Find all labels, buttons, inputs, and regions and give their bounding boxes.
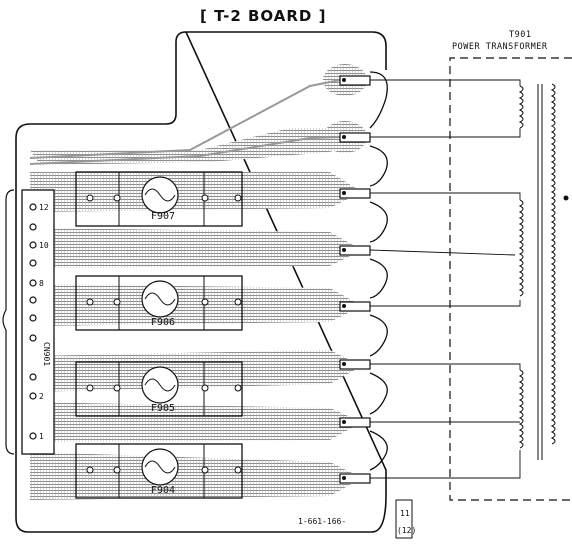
fuse-holder-f907: F907 [75, 171, 243, 227]
transformer-wires [369, 79, 521, 479]
page-marker-bottom: (12) [397, 526, 416, 535]
page-marker: 11 (12) [395, 499, 416, 539]
fuse-label-f904: F904 [151, 485, 175, 496]
transformer-ref: T901 [509, 30, 531, 40]
connector-pin-label: 1 [39, 432, 44, 441]
connector-cn901: 12 10 8 2 1 CN901 [2, 189, 55, 455]
connector-pin-label: 12 [39, 203, 49, 212]
transformer-dashed-box [449, 57, 572, 501]
board-outline [15, 31, 387, 533]
fuse-holder-f905: F905 [75, 361, 243, 417]
board-title: [ T-2 BOARD ] [200, 7, 326, 25]
connector-pin-label: 2 [39, 392, 44, 401]
edge-wire-loops [369, 71, 388, 471]
fuse-holder-f906: F906 [75, 275, 243, 331]
fuse-holder-f904: F904 [75, 443, 243, 499]
transformer-windings [518, 83, 569, 460]
copper-traces [29, 64, 367, 500]
terminal-pads [339, 75, 371, 484]
page-marker-top: 11 [400, 509, 410, 518]
pad-holes [342, 78, 346, 480]
transformer-name: POWER TRANSFORMER [452, 42, 548, 52]
fuse-label-f906: F906 [151, 317, 175, 328]
fuse-label-f905: F905 [151, 403, 175, 414]
connector-pin-label: 8 [39, 279, 44, 288]
part-number: 1-661-166- [298, 517, 346, 526]
connector-pin-label: 10 [39, 241, 49, 250]
connector-ref-label: CN901 [42, 342, 51, 366]
fuse-label-f907: F907 [151, 211, 175, 222]
